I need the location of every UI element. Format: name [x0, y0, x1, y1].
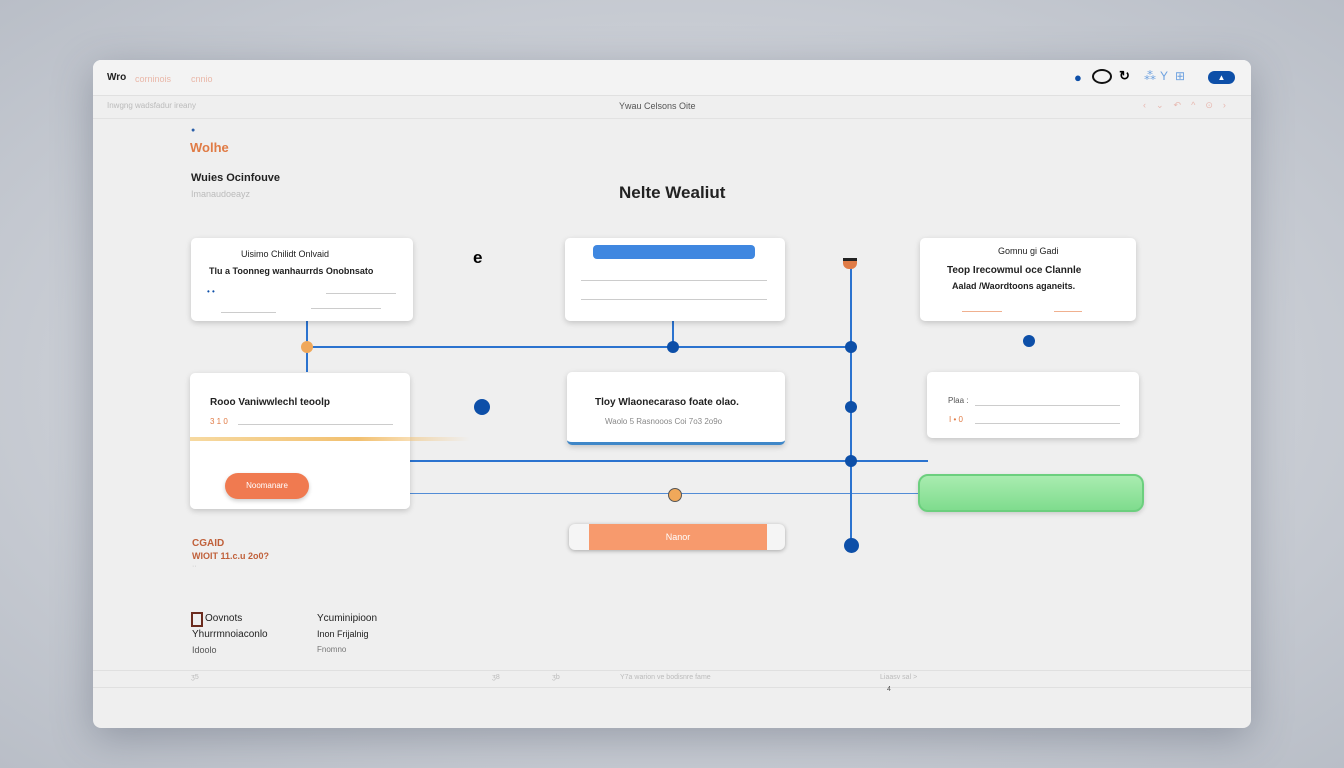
card-5[interactable]: Tloy Wlaonecaraso foate olao. Waolo 5 Ra…	[567, 372, 785, 445]
node[interactable]	[845, 341, 857, 353]
card-6[interactable]: Plaa : I • 0	[927, 372, 1139, 438]
connector	[410, 493, 918, 494]
card-4[interactable]: Rooo Vaniwwlechl teoolp 3 1 0 Noomanare	[190, 373, 470, 509]
list-item[interactable]: Fnomno	[317, 645, 347, 654]
status-item: ʒb	[552, 674, 560, 681]
status-item: Y7a warion ve bodisnre fame	[620, 674, 711, 681]
node[interactable]	[667, 341, 679, 353]
status-item: ʒ8	[492, 674, 500, 681]
card-title: Rooo Vaniwwlechl teoolp	[210, 397, 331, 408]
field-label: I • 0	[949, 415, 963, 424]
primary-button[interactable]: Nanor	[569, 524, 785, 550]
connector	[307, 346, 852, 348]
back-icon[interactable]: ‹	[1143, 100, 1156, 110]
link-icon: e	[473, 248, 483, 267]
tab-1[interactable]: corninois	[135, 74, 172, 84]
chevron-up-icon[interactable]: ^	[1191, 100, 1206, 110]
settings-icon[interactable]: ⊙	[1205, 100, 1223, 110]
card-1[interactable]: Uisimo Chilidt Onlvaid Tlu a Toonneg wan…	[191, 238, 413, 321]
section-title: Wuies Ocinfouve	[191, 172, 281, 184]
card-meta: Waolo 5 Rasnooos Coi 7o3 2o9o	[605, 417, 723, 426]
node[interactable]	[668, 488, 682, 502]
card-text: Tloy Wlaonecaraso foate olao.	[595, 397, 739, 408]
tab-2[interactable]: cnnio	[191, 74, 213, 84]
card-meta: 3 1 0	[210, 417, 228, 426]
page-title: Nelte Wealiut	[619, 183, 726, 202]
document-title: Ywau Celsons Oite	[619, 101, 696, 111]
node[interactable]	[301, 341, 313, 353]
network-icon[interactable]: ⁂	[1144, 69, 1156, 83]
card-text: Aalad /Waordtoons aganeits.	[952, 281, 1076, 291]
primary-button-label: Nanor	[589, 524, 767, 550]
status-bar: ʒ5 ʒ8 ʒb Y7a warion ve bodisnre fame Lia…	[93, 670, 1251, 688]
node[interactable]	[845, 401, 857, 413]
sub-bar: Inwgng wadsfadur ireany Ywau Celsons Oit…	[93, 96, 1251, 119]
refresh-icon[interactable]: ↻	[1119, 68, 1130, 83]
status-item: ʒ5	[191, 674, 199, 681]
split-icon[interactable]: Y	[1160, 69, 1169, 83]
undo-icon[interactable]: ↶	[1173, 100, 1192, 110]
info-date: WIOIT 11.c.u 2o0?	[192, 551, 270, 561]
card-title: Gomnu gi Gadi	[998, 246, 1059, 256]
card-2[interactable]	[565, 238, 785, 321]
list-item[interactable]: Ycuminipioon	[317, 613, 378, 624]
node[interactable]	[1023, 335, 1035, 347]
card-text: Tlu a Toonneg wanhaurrds Onobnsato	[209, 266, 374, 276]
info-heading: CGAID	[192, 538, 225, 549]
eye-icon[interactable]	[1092, 69, 1112, 84]
status-badge: 4	[887, 686, 891, 693]
progress-bar	[593, 245, 755, 259]
card-title: Uisimo Chilidt Onlvaid	[241, 249, 330, 259]
connector	[672, 321, 674, 347]
cloud-upload-icon[interactable]: ▲	[1208, 71, 1235, 84]
list-item[interactable]: Yhurrmnoiaconlo	[192, 629, 268, 640]
status-item: Liaasv sal >	[880, 674, 918, 681]
node[interactable]	[474, 399, 490, 415]
brand-icon: ●	[191, 127, 196, 134]
card-3[interactable]: Gomnu gi Gadi Teop Irecowmul oce Clannle…	[920, 238, 1136, 321]
brand-name: Wolhe	[190, 140, 229, 155]
chevron-down-icon[interactable]: ⌄	[1156, 100, 1174, 110]
action-button[interactable]: Noomanare	[225, 473, 309, 499]
window-controls[interactable]: ‹⌄↶^⊙›	[1143, 100, 1236, 111]
section-subtitle: Imanaudoeayz	[191, 189, 251, 199]
field-label: Plaa :	[948, 396, 969, 405]
info-meta: ··	[192, 563, 197, 570]
forward-icon[interactable]: ›	[1222, 100, 1236, 110]
card-text: Teop Irecowmul oce Clannle	[947, 265, 1082, 276]
pin-icon	[843, 258, 857, 269]
app-window: Wro corninois cnnio ● ↻ ⁂ Y ⊞ ▲ Inwgng w…	[93, 60, 1251, 728]
node[interactable]	[844, 538, 859, 553]
connector	[410, 460, 928, 462]
confirm-button[interactable]	[918, 474, 1144, 512]
document-icon	[191, 612, 203, 627]
highlight-bar	[190, 437, 470, 441]
list-item[interactable]: Idoolo	[192, 645, 217, 655]
card-meta: • •	[207, 287, 215, 296]
list-item[interactable]: Oovnots	[205, 613, 243, 624]
app-logo: Wro	[107, 72, 127, 83]
list-item[interactable]: Inon Frijalnig	[317, 629, 369, 639]
grid-icon[interactable]: ⊞	[1175, 69, 1186, 83]
node[interactable]	[845, 455, 857, 467]
top-bar: Wro corninois cnnio ● ↻ ⁂ Y ⊞ ▲	[93, 60, 1251, 96]
breadcrumb: Inwgng wadsfadur ireany	[107, 101, 196, 110]
drop-icon[interactable]: ●	[1074, 70, 1082, 85]
